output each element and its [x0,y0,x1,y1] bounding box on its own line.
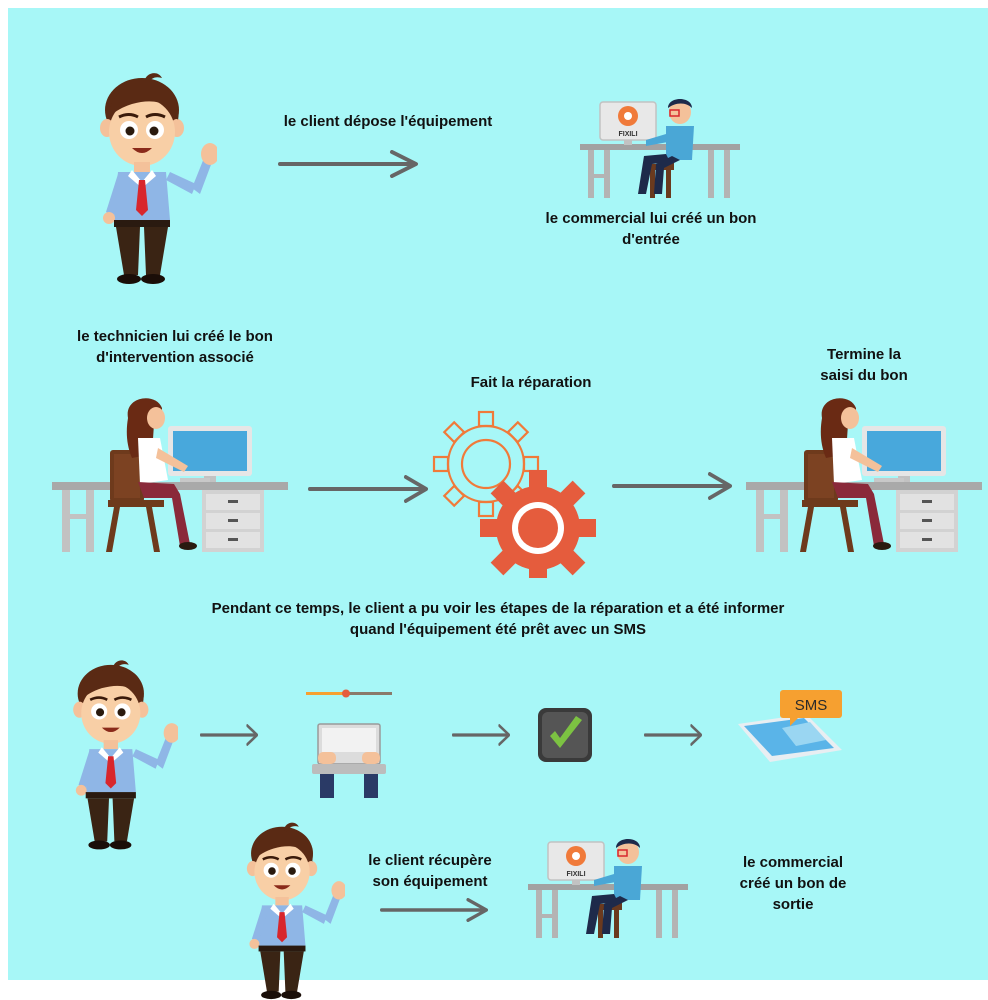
entry-label-line-1: le commercial lui créé un bon [545,210,757,227]
laptop-progress-icon [306,689,392,798]
exit-label-line-2: créé un bon de [739,875,847,892]
commercial-desk-icon: FIXILI [580,98,740,198]
arrow-right-icon [308,475,428,503]
exit-label-line-1: le commercial [742,854,844,871]
finish-label-line-2: saisi du bon [820,367,908,384]
repair-label: Fait la réparation [470,374,592,391]
client-man-icon [71,659,178,851]
svg-text:SMS: SMS [795,697,828,714]
intervention-label-line-2: d'intervention associé [96,349,254,366]
sms-info-line-1: Pendant ce temps, le client a pu voir le… [211,600,785,617]
svg-text:FIXILI: FIXILI [566,871,585,878]
arrow-right-icon [380,898,488,922]
sms-info-line-2: quand l'équipement été prêt avec un SMS [349,621,647,638]
arrow-right-icon [612,472,732,500]
pickup-label-line-1: le client récupère [368,852,492,869]
intervention-label-line-1: le technicien lui créé le bon [77,328,273,345]
exit-label: le commercial créé un bon de sortie [708,852,878,915]
svg-text:FIXILI: FIXILI [618,131,637,138]
finish-label: Termine la saisi du bon [798,344,930,386]
entry-label: le commercial lui créé un bon d'entrée [494,208,808,250]
arrow-right-icon [278,150,418,178]
technician-desk-icon [52,398,288,552]
pickup-label: le client récupère son équipement [344,850,516,892]
arrow-right-icon [644,724,702,746]
arrow-right-icon [452,724,510,746]
gears-icon [432,410,596,578]
entry-label-line-2: d'entrée [622,231,680,248]
commercial-desk-icon: FIXILI [528,838,688,938]
process-canvas: le client dépose l'équipement FIXILI le … [8,8,988,1000]
arrow-right-icon [200,724,258,746]
pickup-label-line-2: son équipement [372,873,488,890]
finish-label-line-1: Termine la [827,346,901,363]
check-icon [538,708,592,762]
client-man-icon [98,71,217,285]
intervention-label: le technicien lui créé le bon d'interven… [44,326,306,368]
sms-tablet-icon: SMS [738,690,842,762]
sms-info-label: Pendant ce temps, le client a pu voir le… [68,598,928,640]
client-man-icon [245,821,345,1000]
technician-desk-icon [746,398,982,552]
exit-label-line-3: sortie [772,896,814,913]
deposit-label: le client dépose l'équipement [283,113,493,130]
